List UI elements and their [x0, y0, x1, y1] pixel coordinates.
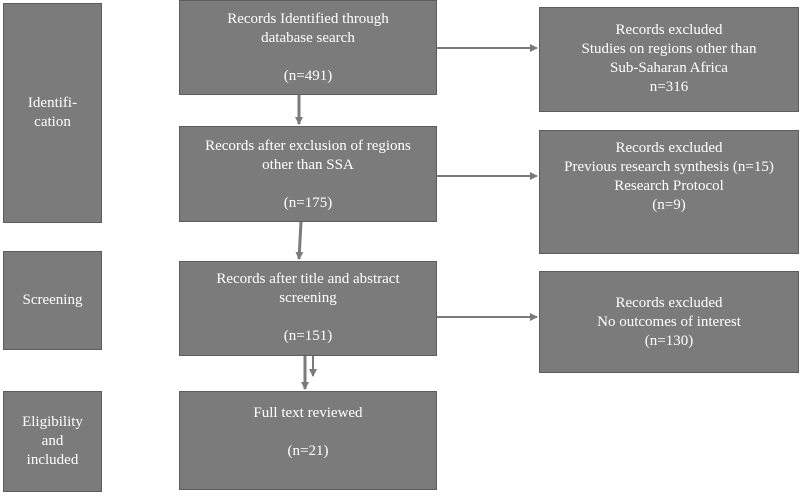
record-count: (n=151): [283, 328, 333, 344]
record-count: (n=9): [652, 197, 686, 213]
stage-label: Screening: [22, 292, 83, 308]
box-text: Records after exclusion of regions: [205, 138, 411, 154]
box-text: Records after title and abstract: [216, 271, 400, 287]
stage-eligibility: Eligibility and included: [3, 391, 102, 492]
stage-label: and: [41, 433, 64, 449]
excluded-no-outcomes-box: Records excluded No outcomes of interest…: [539, 271, 799, 373]
records-after-region-exclusion-box: Records after exclusion of regions other…: [179, 126, 437, 222]
record-count: (n=21): [287, 443, 329, 459]
box-text: Research Protocol: [614, 178, 724, 194]
stage-label: Eligibility: [22, 414, 83, 430]
records-identified-box: Records Identified through database sear…: [179, 0, 437, 95]
full-text-reviewed-box: Full text reviewed (n=21): [179, 391, 437, 490]
stage-screening: Screening: [3, 251, 102, 350]
stage-identification: Identifi- cation: [3, 3, 102, 223]
record-count: (n=130): [644, 333, 694, 349]
record-count: n=316: [649, 79, 689, 95]
box-text: Full text reviewed: [253, 405, 363, 421]
box-text: No outcomes of interest: [597, 314, 741, 330]
stage-label: Identifi-: [27, 95, 78, 111]
arrow-down-2: [295, 221, 304, 260]
box-text: other than SSA: [262, 157, 354, 173]
stage-label: included: [26, 452, 79, 468]
box-text: database search: [261, 30, 355, 46]
excluded-regions-box: Records excluded Studies on regions othe…: [539, 7, 799, 112]
box-text: Sub-Saharan Africa: [610, 60, 728, 76]
record-count: (n=175): [283, 195, 333, 211]
box-text: Records excluded: [615, 22, 723, 38]
box-text: Records Identified through: [227, 11, 389, 27]
box-text: Studies on regions other than: [581, 41, 757, 57]
box-text: Records excluded: [615, 140, 723, 156]
stage-label: cation: [34, 114, 71, 130]
box-text: screening: [279, 290, 337, 306]
record-count: (n=491): [283, 68, 333, 84]
box-text: Previous research synthesis (n=15): [564, 159, 774, 175]
box-text: Records excluded: [615, 295, 723, 311]
records-after-screening-box: Records after title and abstract screeni…: [179, 261, 437, 356]
excluded-synthesis-protocol-box: Records excluded Previous research synth…: [539, 130, 799, 254]
